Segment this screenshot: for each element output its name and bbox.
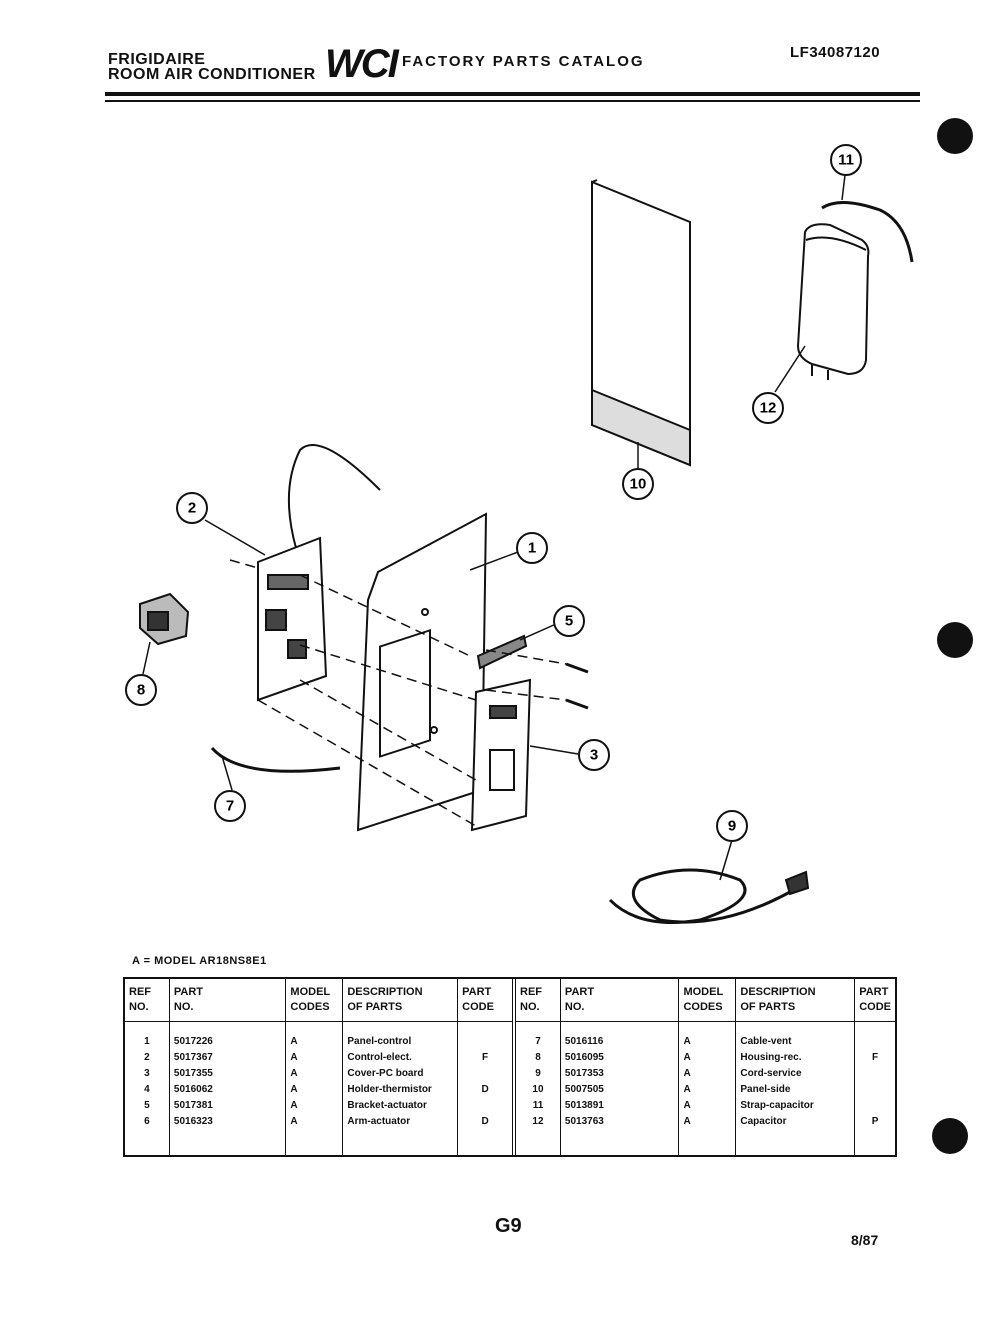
catalog-code: LF34087120 xyxy=(790,44,881,61)
callout-label-7: 7 xyxy=(226,798,234,815)
brand-line-1: FRIGIDAIRE xyxy=(108,51,206,68)
callout-label-9: 9 xyxy=(728,818,736,835)
header-rule-thin xyxy=(105,100,920,102)
callout-circle-1 xyxy=(516,532,548,564)
binder-hole-bottom xyxy=(932,1118,968,1154)
exploded-parts-diagram: 1 2 3 5 7 8 9 10 11 12 xyxy=(125,144,914,924)
brand-line-2: ROOM AIR CONDITIONER xyxy=(108,66,316,83)
part-power-cord xyxy=(608,868,791,924)
screw-upper xyxy=(565,662,589,674)
part-side-panel xyxy=(591,179,691,467)
callout-label-2: 2 xyxy=(188,500,196,517)
header-rule-thick xyxy=(105,92,920,96)
part-control-board xyxy=(257,444,381,702)
catalog-title: FACTORY PARTS CATALOG xyxy=(402,53,645,70)
part-actuator xyxy=(139,592,190,646)
binder-hole-top xyxy=(937,118,973,154)
part-bracket xyxy=(476,634,528,670)
part-control-panel xyxy=(356,512,488,832)
callout-circle-11 xyxy=(830,144,862,176)
callout-label-1: 1 xyxy=(528,540,536,557)
explosion-lines xyxy=(229,559,567,827)
callout-circle-3 xyxy=(578,739,610,771)
callout-label-5: 5 xyxy=(565,613,573,630)
callout-circle-8 xyxy=(125,674,157,706)
page-id: G9 xyxy=(495,1215,522,1237)
part-strap xyxy=(821,201,914,263)
model-note: A = MODEL AR18NS8E1 xyxy=(132,955,267,967)
callout-circle-10 xyxy=(622,468,654,500)
binder-hole-middle xyxy=(937,622,973,658)
callout-label-11: 11 xyxy=(838,152,854,169)
callout-circle-5 xyxy=(553,605,585,637)
callout-label-8: 8 xyxy=(137,682,145,699)
callout-circle-12 xyxy=(752,392,784,424)
plug xyxy=(784,870,810,896)
leader-lines xyxy=(142,174,846,881)
callout-circle-2 xyxy=(176,492,208,524)
callout-circle-7 xyxy=(214,790,246,822)
part-cable xyxy=(210,746,341,773)
part-cover-pc-board xyxy=(470,678,532,832)
callout-label-10: 10 xyxy=(630,476,647,493)
brand-title: FRIGIDAIRE ROOM AIR CONDITIONER xyxy=(108,51,316,83)
wci-logo: WCI xyxy=(325,42,399,86)
callout-label-3: 3 xyxy=(590,747,598,764)
callout-circle-9 xyxy=(716,810,748,842)
callout-label-12: 12 xyxy=(760,400,777,417)
screw-lower xyxy=(565,698,589,710)
part-capacitor xyxy=(796,223,870,380)
page-date: 8/87 xyxy=(851,1232,879,1248)
